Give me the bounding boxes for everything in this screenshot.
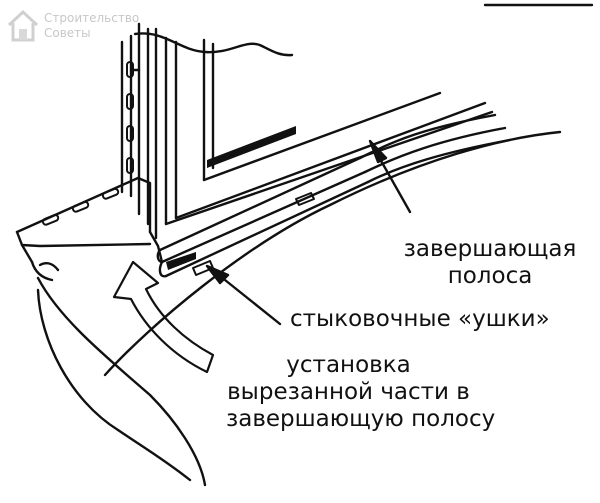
siding-panel [15,176,164,282]
strip-corner-shadow [166,252,196,270]
window-frame [164,36,494,226]
installation-curved-arrow [112,260,215,374]
label-installation-line-2: вырезанной части в [227,379,470,405]
cut-edge-curve [103,130,562,377]
watermark-line-1: Строительство [44,11,140,25]
label-docking-tabs-text: стыковочные «ушки» [290,306,550,332]
watermark: Строительство Советы [6,4,139,48]
label-docking-tabs: стыковочные «ушки» [290,306,550,333]
vertical-channel-nail-slots [126,61,134,174]
finishing-strip [156,113,512,278]
sash-shadow [207,126,296,168]
lower-curve [36,288,192,482]
label-installation-line-1: установка [286,352,411,378]
house-logo-icon [7,9,39,42]
wall-cut-line [133,32,294,57]
label-finishing-strip: завершающая полоса [395,236,585,290]
siding-nail-slots [41,187,120,226]
label-finishing-strip-line-1: завершающая [403,236,577,262]
watermark-text: Строительство Советы [44,11,139,41]
label-installation: установка вырезанной части в завершающую… [226,352,496,433]
watermark-line-2: Советы [44,26,91,40]
pointer-arrow-finishing-strip [368,139,412,214]
label-installation-line-3: завершающую полосу [226,406,496,432]
pointer-arrow-docking-tabs [205,264,282,326]
label-finishing-strip-line-2: полоса [447,263,533,289]
wall-outline-curve [36,276,207,487]
